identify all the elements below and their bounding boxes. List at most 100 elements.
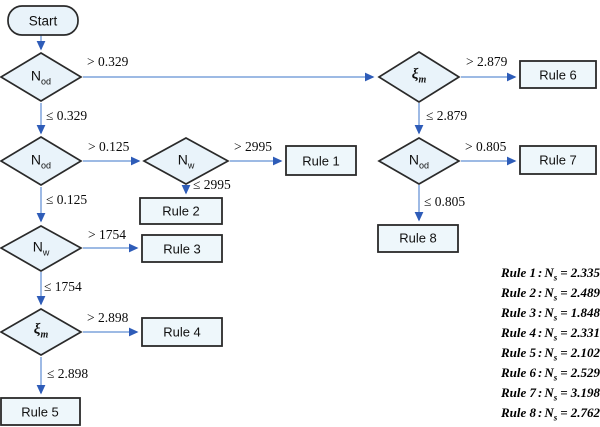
variable-base: ξ [411,66,419,83]
edge-label-le-0805: ≤ 0.805 [424,194,466,209]
equals-sign: = [560,325,568,340]
rule2-box-label: Rule 2 [162,203,200,219]
rule4-box-label: Rule 4 [163,324,201,340]
output-variable-subscript: s [553,412,558,423]
rule6-box-shape [519,60,597,89]
rule-value: 2.102 [570,345,600,360]
rule1-box-shape [285,145,357,176]
decision-label-nw-left: Nw [33,239,50,258]
rule5-box-label: Rule 5 [21,404,59,420]
edge-label-gt-0805: > 0.805 [465,139,507,154]
rule-name: Rule 8 [501,405,537,420]
variable-subscript: w [42,247,50,258]
rule-name: Rule 4 [501,325,537,340]
rule-name: Rule 2 [501,285,537,300]
edge-label-gt-2995: > 2995 [234,139,272,154]
variable-base: N [408,151,420,168]
colon: : [538,325,543,340]
output-variable: N [544,325,554,340]
rule8-box-shape [377,224,459,253]
rule4-box-shape [141,317,223,347]
rule6-box-label: Rule 6 [539,67,577,83]
decision-label-nw-center: Nw [178,152,195,171]
rule-value: 2.331 [570,325,600,340]
output-variable-subscript: s [553,332,558,343]
rule-name: Rule 5 [501,345,537,360]
variable-base: N [32,238,43,255]
equals-sign: = [560,365,568,380]
rule3-box-label: Rule 3 [163,241,201,257]
rule-value: 3.198 [570,385,600,400]
variable-subscript: od [41,76,52,87]
decision-nw-left-shape [0,225,83,272]
rule-name: Rule 1 [501,265,537,280]
rule2-definition: Rule 2:Ns=2.489 [501,283,600,303]
equals-sign: = [560,265,568,280]
decision-label-xi-left: ξm [34,322,49,341]
equals-sign: = [560,305,568,320]
decision-xi-right-shape [377,50,461,104]
edge-label-le-1754: ≤ 1754 [44,279,82,294]
rule5-box-shape [0,397,81,426]
colon: : [538,305,543,320]
rule6-definition: Rule 6:Ns=2.529 [501,363,600,383]
decision-xi-left-shape [0,308,83,356]
equals-sign: = [560,385,568,400]
output-variable: N [544,345,554,360]
rule-name: Rule 7 [501,385,537,400]
decision-label-nod-mid: Nod [31,152,51,171]
shape-group [0,5,597,426]
variable-subscript: m [40,329,49,341]
equals-sign: = [560,345,568,360]
edge-label-gt-2898: > 2.898 [87,310,129,325]
output-variable: N [544,265,554,280]
output-variable-subscript: s [553,372,558,383]
output-variable: N [544,385,554,400]
decision-nw-center-shape [142,137,230,185]
rule-value: 2.762 [570,405,600,420]
edge-label-gt-0125: > 0.125 [88,139,130,154]
rule1-definition: Rule 1:Ns=2.335 [501,263,600,283]
output-variable-subscript: s [553,392,558,403]
edge-label-gt-0329: > 0.329 [87,54,129,69]
colon: : [538,365,543,380]
rule2-box-shape [139,197,223,225]
rule-name: Rule 6 [501,365,537,380]
rules-definition-list: Rule 1:Ns=2.335 Rule 2:Ns=2.489 Rule 3:N… [501,263,600,423]
variable-base: ξ [33,321,41,338]
rule-value: 1.848 [570,305,600,320]
decision-label-nod-right: Nod [409,152,429,171]
edge-label-gt-2879: > 2.879 [466,54,508,69]
decision-nod-top-shape [0,52,83,102]
decision-label-xi-right: ξm [412,67,427,86]
variable-base: N [30,67,42,84]
output-variable: N [544,285,554,300]
equals-sign: = [560,405,568,420]
output-variable: N [544,305,554,320]
colon: : [538,285,543,300]
output-variable: N [544,365,554,380]
colon: : [538,345,543,360]
rule5-definition: Rule 5:Ns=2.102 [501,343,600,363]
output-variable-subscript: s [553,352,558,363]
variable-subscript: od [41,160,52,171]
rule-value: 2.489 [570,285,600,300]
rule7-box-label: Rule 7 [539,152,577,168]
rule-name: Rule 3 [501,305,537,320]
rule3-box-shape [141,234,223,263]
output-variable: N [544,405,554,420]
decision-nod-right-shape [377,137,461,185]
variable-subscript: w [187,160,195,171]
edge-label-le-2879: ≤ 2.879 [426,108,468,123]
rule-value: 2.529 [570,365,600,380]
output-variable-subscript: s [553,312,558,323]
rule3-definition: Rule 3:Ns=1.848 [501,303,600,323]
rule-value: 2.335 [570,265,600,280]
output-variable-subscript: s [553,292,558,303]
edge-label-le-0125: ≤ 0.125 [46,192,88,207]
colon: : [538,265,543,280]
rule8-definition: Rule 8:Ns=2.762 [501,403,600,423]
variable-subscript: od [419,160,430,171]
